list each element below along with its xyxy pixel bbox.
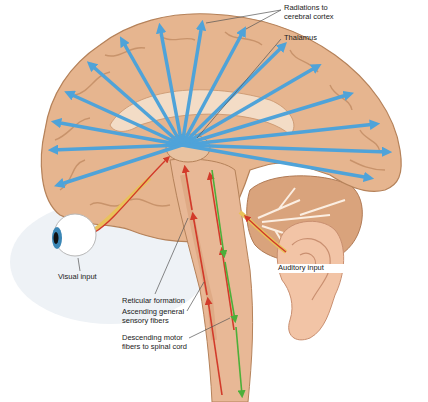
leader-line <box>189 318 230 338</box>
radiation-arrow <box>58 145 182 185</box>
part-label: Visual input <box>58 273 118 282</box>
brainstem <box>170 159 253 402</box>
ascending-fiber <box>210 175 221 245</box>
part-label: Auditory input <box>276 264 346 273</box>
ascending-fiber <box>185 168 192 210</box>
radiation-arrow <box>182 145 370 178</box>
part-label: Thalamus <box>284 34 344 43</box>
leader-line <box>155 218 188 294</box>
leader-line <box>206 10 281 23</box>
ear <box>277 221 343 340</box>
part-label: Ascending general sensory fibers <box>122 308 190 325</box>
auditory-pathway <box>246 217 286 252</box>
leader-line <box>78 258 80 271</box>
ascending-fiber <box>222 250 234 330</box>
descending-fiber <box>212 170 224 255</box>
auditory-nerve <box>240 212 286 252</box>
leader-line <box>197 39 281 138</box>
leader-line <box>187 282 204 311</box>
visual-pathway <box>95 158 168 232</box>
radiation-arrow <box>160 27 182 145</box>
iris <box>52 227 62 249</box>
radiation-arrow <box>55 122 182 145</box>
part-label: Descending motor fibers to spinal cord <box>122 334 197 351</box>
descending-fiber <box>225 262 235 320</box>
radiation-arrow <box>68 93 182 145</box>
ascending-fiber <box>208 300 222 395</box>
pupil <box>54 232 59 244</box>
ascending-fiber <box>193 215 207 295</box>
radiation-arrow <box>52 145 182 150</box>
descending-fiber <box>236 327 242 395</box>
part-label: Radiations to cerebral cortex <box>284 4 346 21</box>
reticular-formation <box>183 175 214 340</box>
radiation-arrow <box>182 124 376 145</box>
part-label: Reticular formation <box>122 297 202 306</box>
